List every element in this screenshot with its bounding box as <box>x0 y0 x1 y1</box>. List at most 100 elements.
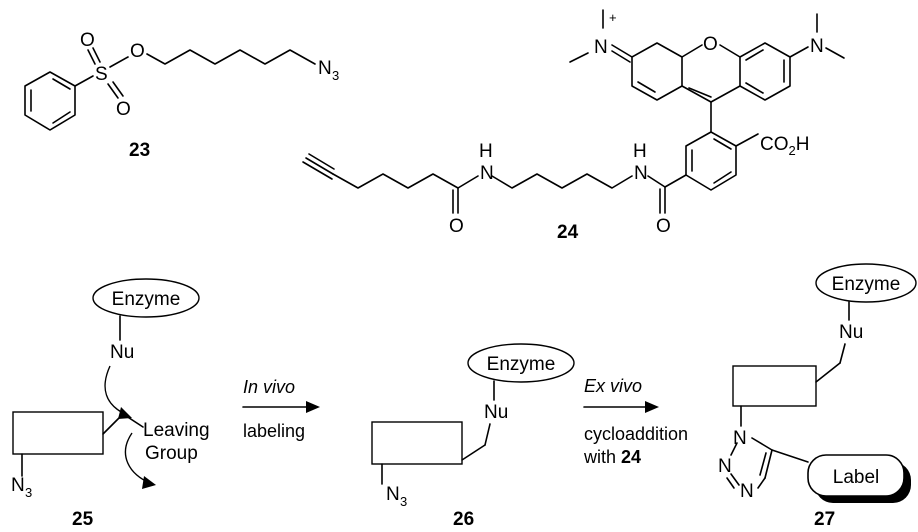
methyl-bond <box>825 47 845 59</box>
triazole-n2: N <box>718 456 732 477</box>
triazole-bond <box>730 473 740 486</box>
alkyne-bond <box>308 153 335 170</box>
bond-s-o1 <box>87 49 96 65</box>
step1-in-vivo: In vivo <box>243 377 295 397</box>
enzyme-label: Enzyme <box>112 289 181 310</box>
step-1: In vivo labeling <box>242 377 320 441</box>
enzyme-ellipse <box>815 263 917 303</box>
step2-with: with 24 <box>583 447 641 467</box>
ring-double-bond <box>713 138 732 150</box>
atom-o-ester: O <box>130 41 145 62</box>
benzene-ring <box>24 71 76 131</box>
compound-23: S O O O N 3 23 <box>24 30 339 161</box>
bond-nu-ch2 <box>839 343 846 364</box>
leaving-group-line2: Group <box>145 443 198 464</box>
curved-arrow-attack <box>104 365 128 416</box>
nucleophile-label: Nu <box>110 342 134 363</box>
ring-double-bond <box>52 111 71 124</box>
atom-co2h: CO2H <box>760 134 809 158</box>
bond-n-c-amide <box>457 175 479 189</box>
azide-n: N <box>386 484 400 505</box>
xanthene-right-ring <box>739 42 791 101</box>
atom-n-plus: N <box>594 37 608 58</box>
central-ring-bond <box>710 85 741 103</box>
scaffold-rectangle <box>12 411 104 455</box>
enzyme-label: Enzyme <box>487 354 556 375</box>
atom-o-lower: O <box>116 99 131 120</box>
triazole-bond <box>764 449 773 479</box>
ring-double-bond <box>637 81 656 93</box>
compound-25: Enzyme Nu Leaving Group N 3 25 <box>11 278 210 530</box>
atom-n-dimethyl: N <box>810 36 824 57</box>
bond-c-o-xanthene <box>681 44 703 58</box>
charge-plus: + <box>609 10 617 25</box>
bond-scaffold-ch2 <box>102 413 124 435</box>
ring-double-bond <box>745 49 764 61</box>
triazole-bond <box>730 442 738 456</box>
bond-ch2-scaffold <box>815 362 841 383</box>
alkyne-bond <box>305 157 334 175</box>
bond-c-n-plus <box>611 44 633 58</box>
azide-n: N <box>11 475 25 496</box>
atom-o-xanthene: O <box>703 34 718 55</box>
label-box <box>807 454 905 497</box>
nucleophile-label: Nu <box>839 322 863 343</box>
bond-s-o2b <box>112 81 124 97</box>
triazole-double-bond <box>759 452 767 476</box>
leaving-group-line1: Leaving <box>143 420 210 441</box>
step2-cycloaddition: cycloaddition <box>584 424 688 444</box>
triazole-n3: N <box>740 481 754 502</box>
compound-24: N + O N CO2H <box>302 9 845 243</box>
nucleophile-label: Nu <box>484 402 508 423</box>
central-ring-bond <box>681 85 712 103</box>
bond-s-o2 <box>107 83 119 99</box>
bond-aryl-carbonyl <box>664 174 687 188</box>
atom-h-amide-right: H <box>633 141 647 162</box>
arrow-head <box>306 401 320 413</box>
compound-26: Enzyme Nu N 3 26 <box>371 343 575 530</box>
bond-nu-ch2 <box>484 423 491 446</box>
bond-triazole-label <box>771 449 809 463</box>
azide-subscript: 3 <box>400 494 407 509</box>
compound-label-26: 26 <box>453 509 474 527</box>
atom-o-amide-right: O <box>656 216 671 237</box>
step2-ex-vivo: Ex vivo <box>584 376 642 396</box>
azide-subscript: 3 <box>332 68 339 83</box>
ring-double-bond <box>713 171 732 184</box>
bond-s-o3 <box>109 56 129 68</box>
ring-double-bond <box>745 82 764 94</box>
hexyl-chain <box>146 49 316 65</box>
bond-ch2-lg <box>122 413 144 428</box>
bond-o-c-xanthene <box>719 44 741 58</box>
scaffold-rectangle <box>732 365 817 407</box>
pentyl-linker <box>491 173 633 189</box>
methyl-bond <box>569 52 589 63</box>
atom-o-amide-left: O <box>449 216 464 237</box>
triazole-bond <box>757 477 766 489</box>
arrow-head <box>645 401 659 413</box>
atom-n-amide-right: N <box>634 163 648 184</box>
alkyne-bond <box>302 161 333 180</box>
step1-labeling: labeling <box>243 421 305 441</box>
bond-ch2-scaffold <box>461 444 486 461</box>
arrow-head <box>142 476 156 489</box>
central-double-bond <box>688 87 712 98</box>
bond-s-o1b <box>92 47 101 63</box>
atom-n-amide-left: N <box>480 163 494 184</box>
compound-label-25: 25 <box>72 509 94 527</box>
triazole-bond <box>751 437 773 451</box>
xanthene-left-ring <box>631 42 683 101</box>
azide-subscript: 3 <box>25 485 32 500</box>
atom-n-azide: N <box>318 58 332 79</box>
label-text: Label <box>833 467 880 488</box>
atom-h-amide-left: H <box>479 141 493 162</box>
compound-27: Enzyme Nu N N N Label 27 <box>718 263 917 530</box>
atom-s: S <box>95 64 108 85</box>
enzyme-label: Enzyme <box>832 274 901 295</box>
hexynyl-chain <box>332 173 459 189</box>
aryl-ring <box>685 131 737 191</box>
atom-o-upper: O <box>80 30 95 51</box>
scaffold-rectangle <box>371 421 463 465</box>
